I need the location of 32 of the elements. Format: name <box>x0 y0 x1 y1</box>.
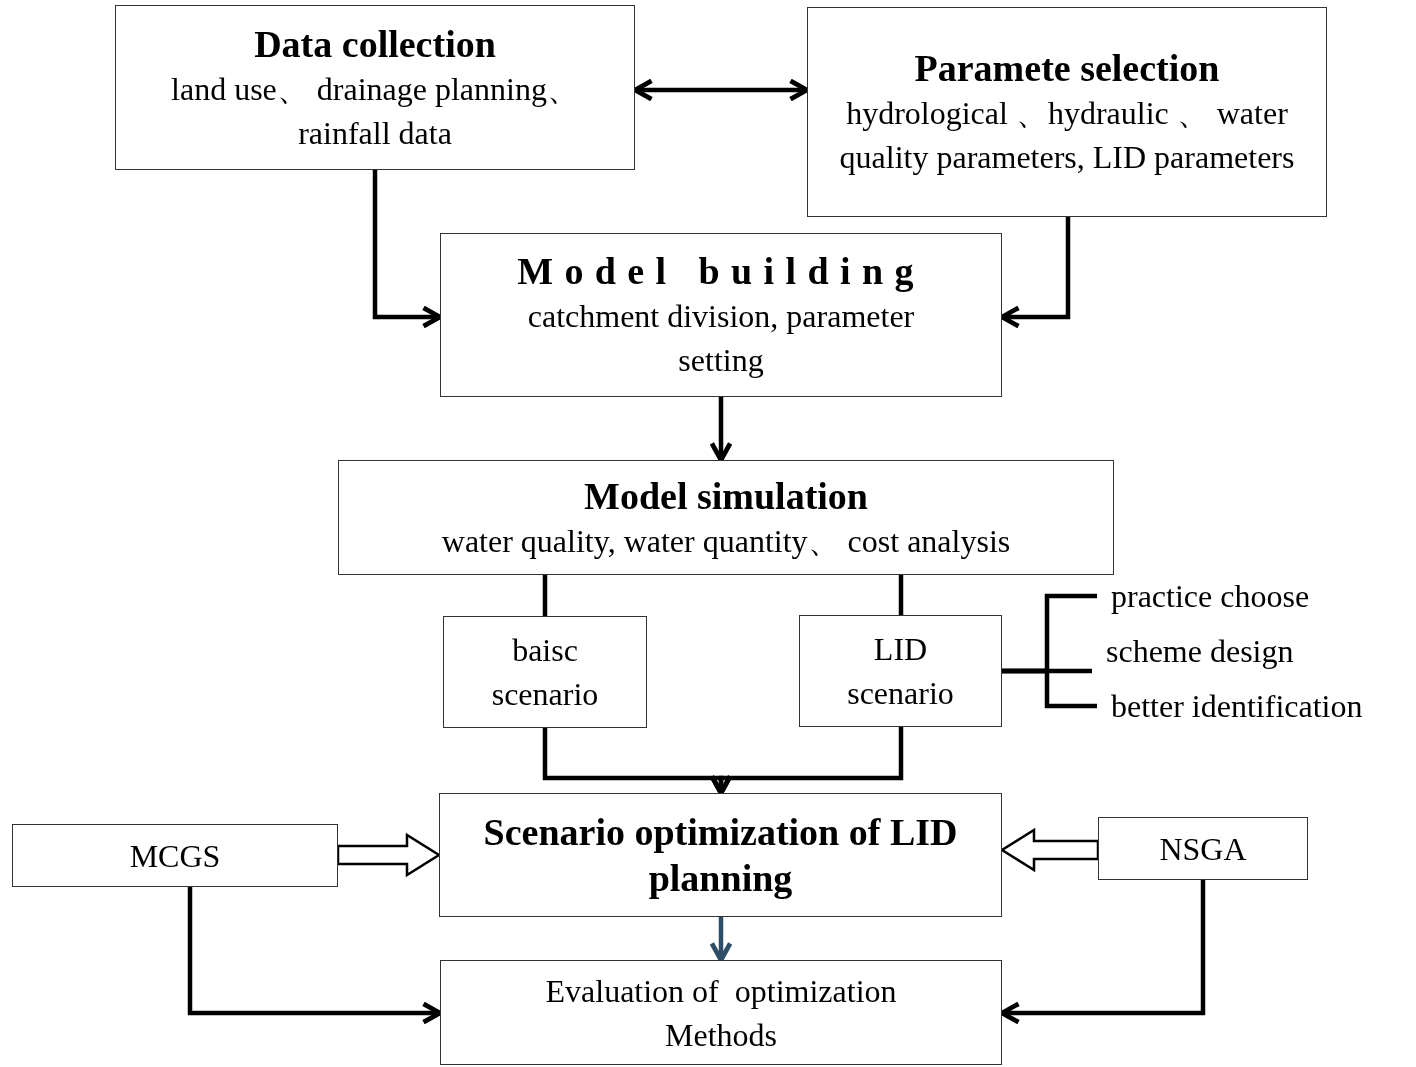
box-text: catchment division, parameter setting <box>526 297 916 380</box>
block-arrow <box>999 827 1100 873</box>
bracket-label: scheme design <box>1092 630 1352 672</box>
process-box <box>115 5 635 170</box>
box-text: water quality, water quantity、 cost analysis <box>440 521 1012 561</box>
process-box <box>1098 817 1308 880</box>
block-arrow <box>336 832 442 878</box>
box-heading: Paramete selection <box>914 46 1220 91</box>
process-box <box>807 7 1327 217</box>
process-box <box>799 615 1002 727</box>
box-heading: Data collection <box>254 21 496 67</box>
box-heading: Model building <box>517 249 925 294</box>
connector-line <box>1002 668 1097 709</box>
box-text: LID scenario <box>846 630 955 713</box>
box-text: hydrological 、hydraulic 、 water quality parameters, LID parameters <box>838 94 1296 177</box>
bracket-label: better identification <box>1097 685 1412 727</box>
connector-line <box>898 575 904 615</box>
process-box <box>12 824 338 887</box>
connector-line <box>542 575 548 616</box>
process-box <box>440 960 1002 1065</box>
box-text: baisc scenario <box>490 631 600 714</box>
process-box <box>439 793 1002 917</box>
bracket-label: practice choose <box>1097 575 1407 617</box>
box-text: land use、 drainage planning、 rainfall data <box>170 69 580 153</box>
box-text: MCGS <box>128 836 222 876</box>
box-text: Evaluation of optimization Methods <box>544 971 898 1055</box>
box-text: NSGA <box>1158 829 1248 869</box>
process-box <box>443 616 647 728</box>
box-heading: Model simulation <box>584 473 868 519</box>
process-box <box>338 460 1114 575</box>
box-text: Scenario optimization of LID planning <box>482 810 959 901</box>
process-box <box>440 233 1002 397</box>
